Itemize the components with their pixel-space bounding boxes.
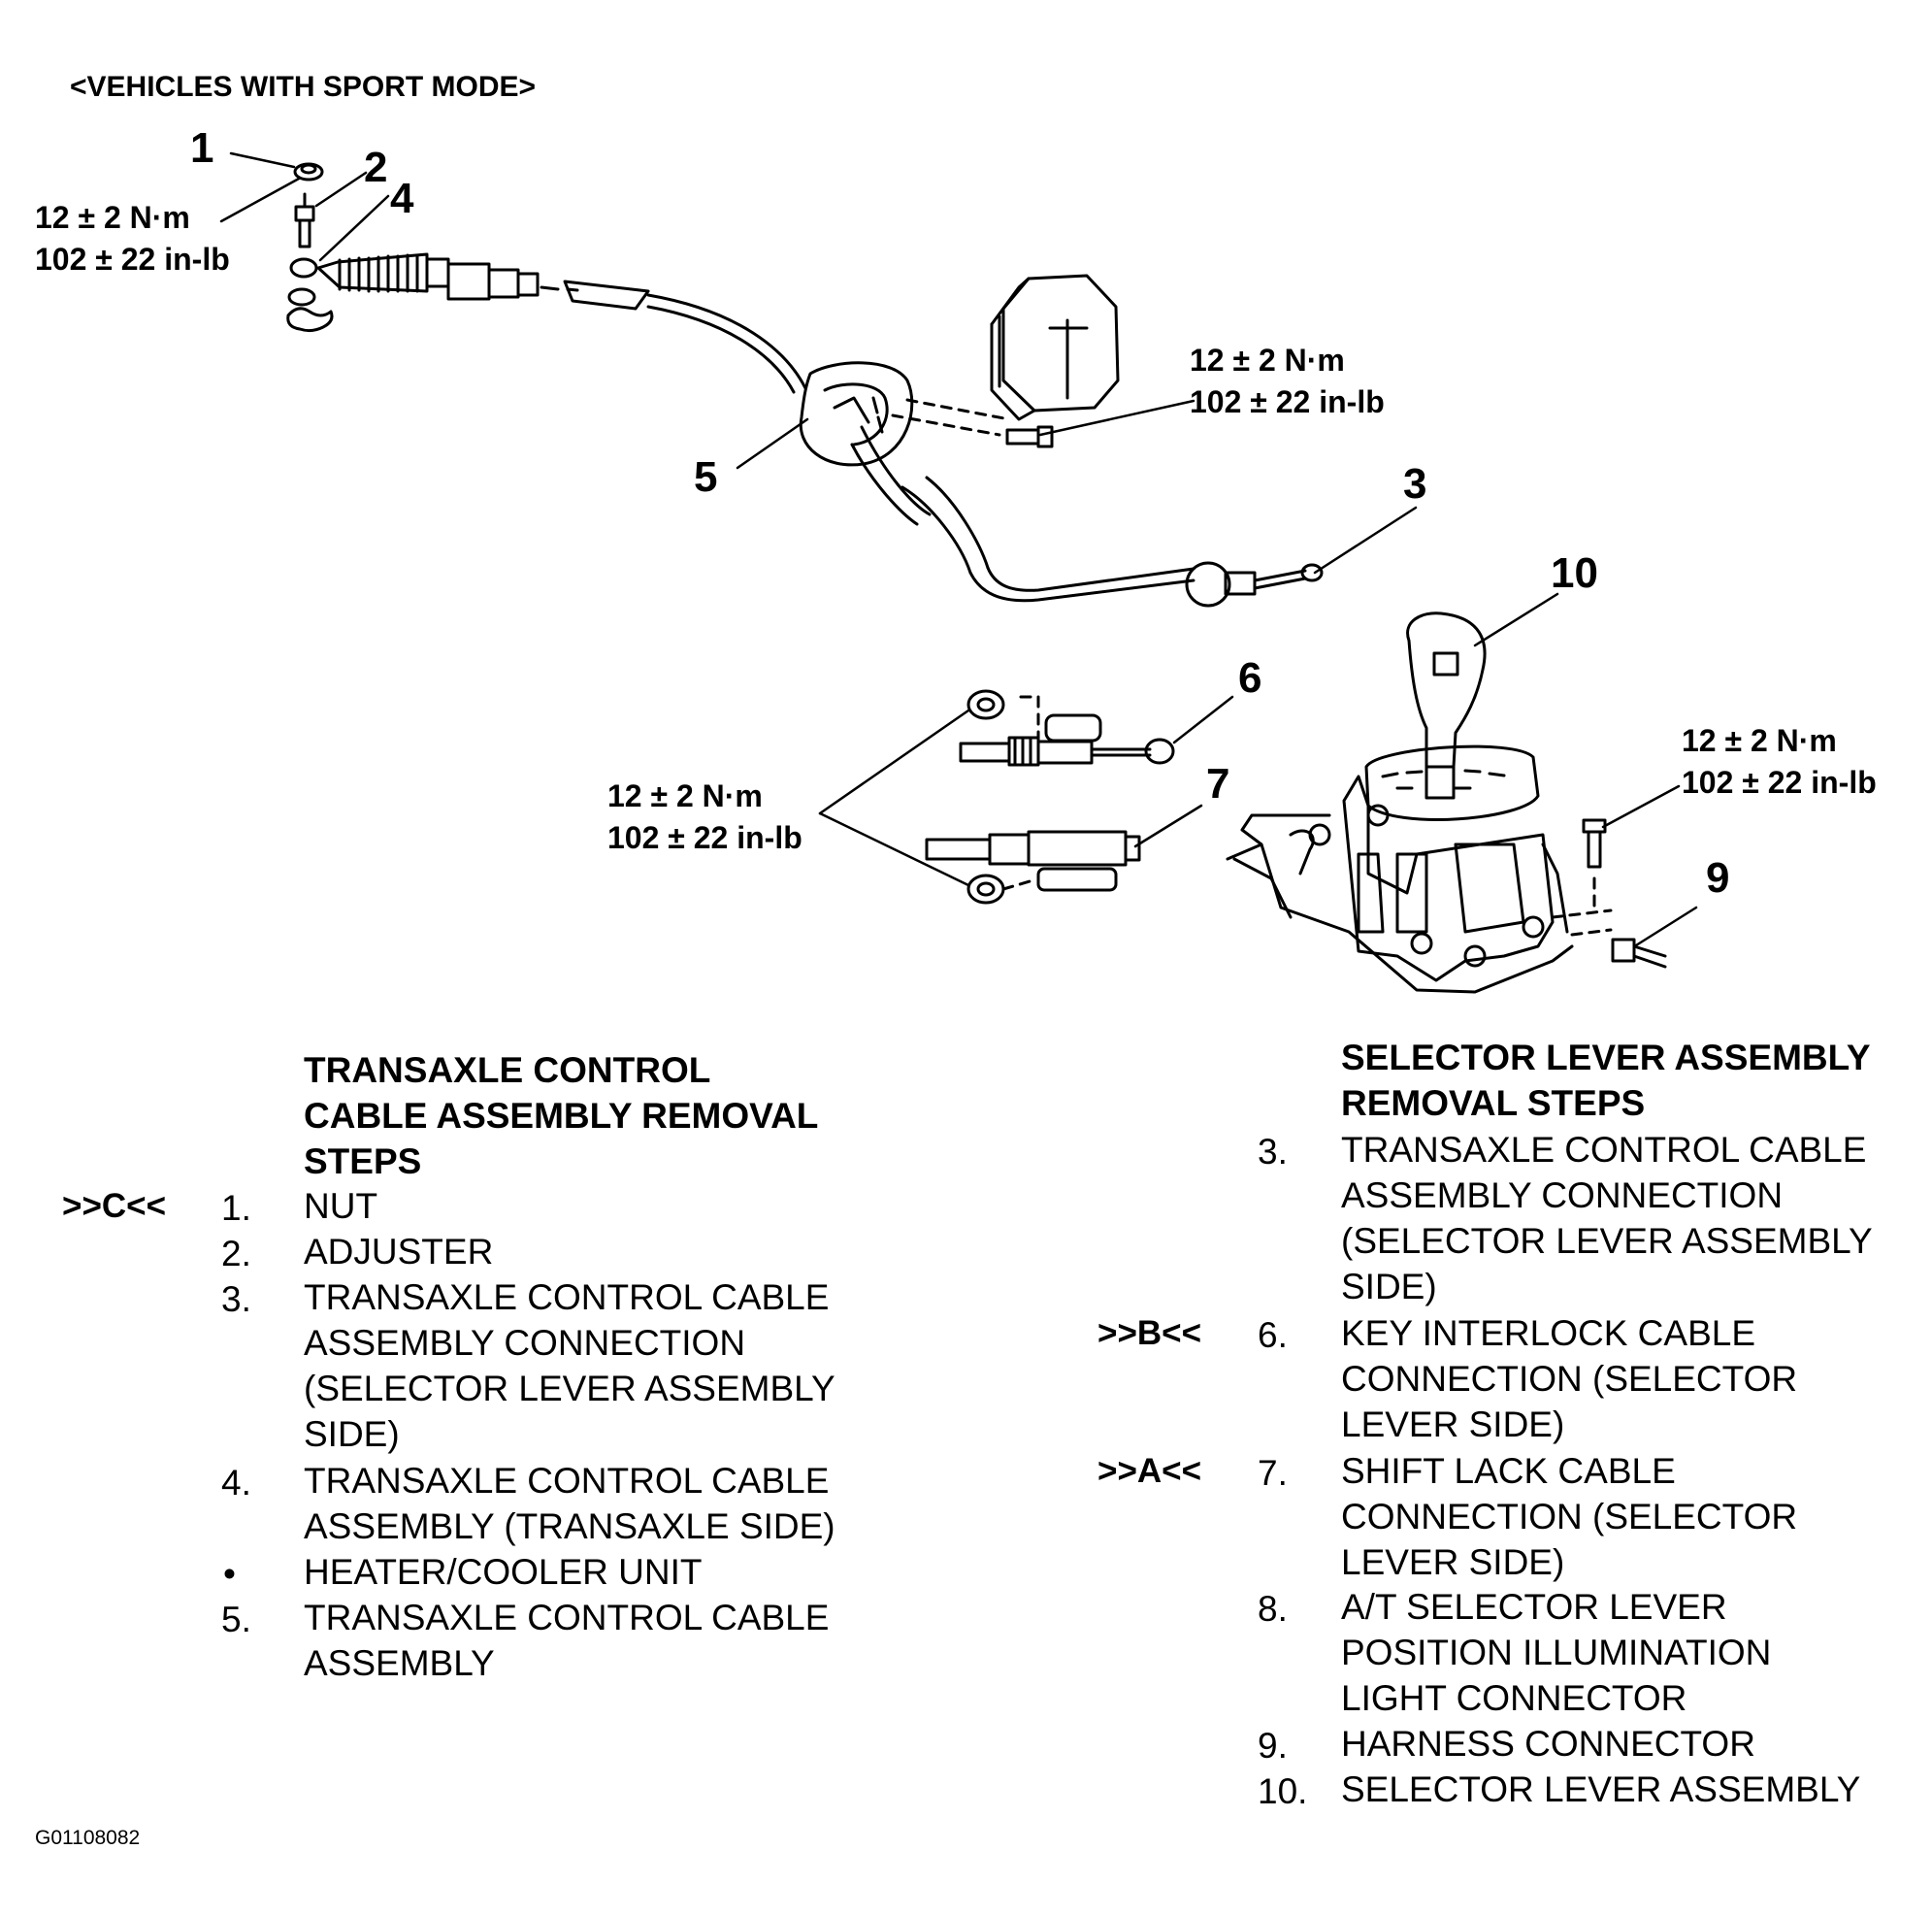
bracket-leader-dash-2 bbox=[905, 398, 1011, 421]
torque-spec-lower-mid: 12 ± 2 N·m 102 ± 22 in-lb bbox=[607, 776, 802, 859]
step-line: TRANSAXLE CONTROL CABLE bbox=[1341, 1130, 1867, 1170]
step-line: ASSEMBLY CONNECTION bbox=[1341, 1175, 1784, 1215]
step-line: A/T SELECTOR LEVER bbox=[1341, 1587, 1727, 1627]
callout-6: 6 bbox=[1238, 654, 1262, 702]
step-text: TRANSAXLE CONTROL CABLE ASSEMBLY CONNECT… bbox=[1341, 1127, 1873, 1309]
step-line: LEVER SIDE) bbox=[1341, 1542, 1565, 1582]
torque-line: 102 ± 22 in-lb bbox=[607, 820, 802, 855]
callout-9: 9 bbox=[1706, 854, 1730, 902]
step-line: ADJUSTER bbox=[304, 1232, 494, 1272]
step-text: A/T SELECTOR LEVER POSITION ILLUMINATION… bbox=[1341, 1584, 1771, 1721]
title-line: SELECTOR LEVER ASSEMBLY bbox=[1341, 1038, 1871, 1077]
callout-7: 7 bbox=[1206, 760, 1230, 808]
callout-10: 10 bbox=[1551, 549, 1598, 597]
step-number: 9. bbox=[1258, 1726, 1288, 1766]
shift-lock-cable-part-7 bbox=[925, 830, 1141, 905]
step-line: CONNECTION (SELECTOR bbox=[1341, 1359, 1798, 1399]
title-line: REMOVAL STEPS bbox=[1341, 1083, 1646, 1123]
step-number: 3. bbox=[1258, 1132, 1288, 1172]
step-number: 3. bbox=[221, 1279, 251, 1319]
step-line: HARNESS CONNECTOR bbox=[1341, 1724, 1755, 1764]
nut-part-1 bbox=[293, 162, 324, 182]
bracket-leader-dash bbox=[891, 413, 1001, 437]
step-line: TRANSAXLE CONTROL CABLE bbox=[304, 1598, 830, 1637]
step-line: (SELECTOR LEVER ASSEMBLY bbox=[1341, 1221, 1873, 1261]
torque-line: 12 ± 2 N·m bbox=[1682, 723, 1837, 758]
step-number: 1. bbox=[221, 1188, 251, 1228]
step-text: HEATER/COOLER UNIT bbox=[304, 1549, 702, 1595]
step-line: SHIFT LACK CABLE bbox=[1341, 1451, 1676, 1491]
step-line: SELECTOR LEVER ASSEMBLY bbox=[1341, 1769, 1861, 1809]
step-line: (SELECTOR LEVER ASSEMBLY bbox=[304, 1369, 835, 1408]
step-number: 8. bbox=[1258, 1589, 1288, 1629]
step-line: ASSEMBLY (TRANSAXLE SIDE) bbox=[304, 1506, 835, 1546]
step-text: KEY INTERLOCK CABLE CONNECTION (SELECTOR… bbox=[1341, 1310, 1797, 1447]
step-line: SIDE) bbox=[1341, 1267, 1437, 1306]
step-line: CONNECTION (SELECTOR bbox=[1341, 1497, 1798, 1536]
step-line: ASSEMBLY bbox=[304, 1643, 495, 1683]
step-line: TRANSAXLE CONTROL CABLE bbox=[304, 1461, 830, 1501]
adjuster-part-2 bbox=[294, 192, 315, 248]
cable-boot bbox=[316, 252, 579, 301]
callout-2: 2 bbox=[364, 144, 388, 191]
step-marker: >>A<< bbox=[1097, 1452, 1202, 1490]
step-line: POSITION ILLUMINATION bbox=[1341, 1633, 1772, 1672]
step-line: SIDE) bbox=[304, 1414, 400, 1454]
harness-connector-part-9 bbox=[1551, 908, 1667, 969]
step-text: SELECTOR LEVER ASSEMBLY bbox=[1341, 1767, 1860, 1812]
step-marker: >>B<< bbox=[1097, 1314, 1202, 1352]
step-text: HARNESS CONNECTOR bbox=[1341, 1721, 1755, 1767]
step-text: SHIFT LACK CABLE CONNECTION (SELECTOR LE… bbox=[1341, 1448, 1797, 1585]
figure-code: G01108082 bbox=[35, 1827, 141, 1849]
title-line: STEPS bbox=[304, 1141, 422, 1181]
step-line: KEY INTERLOCK CABLE bbox=[1341, 1313, 1756, 1353]
step-text: TRANSAXLE CONTROL CABLE ASSEMBLY (TRANSA… bbox=[304, 1458, 835, 1549]
callout-1: 1 bbox=[190, 124, 214, 172]
step-text: NUT bbox=[304, 1183, 377, 1229]
step-line: TRANSAXLE CONTROL CABLE bbox=[304, 1277, 830, 1317]
step-text: TRANSAXLE CONTROL CABLE ASSEMBLY bbox=[304, 1595, 829, 1686]
step-text: ADJUSTER bbox=[304, 1229, 493, 1274]
torque-spec-right: 12 ± 2 N·m 102 ± 22 in-lb bbox=[1682, 720, 1877, 804]
torque-line: 12 ± 2 N·m bbox=[1190, 343, 1345, 378]
leader-lines bbox=[219, 151, 1698, 947]
callout-3: 3 bbox=[1403, 460, 1427, 508]
bracket-bolt bbox=[1005, 425, 1054, 448]
header-label: <VEHICLES WITH SPORT MODE> bbox=[70, 71, 537, 103]
torque-line: 102 ± 22 in-lb bbox=[35, 242, 230, 277]
callout-4: 4 bbox=[390, 175, 414, 222]
cable-end-part-4 bbox=[286, 257, 334, 333]
torque-spec-mid: 12 ± 2 N·m 102 ± 22 in-lb bbox=[1190, 340, 1385, 423]
step-bullet: • bbox=[223, 1554, 236, 1594]
right-section-title: SELECTOR LEVER ASSEMBLY REMOVAL STEPS bbox=[1341, 1035, 1923, 1126]
lever-mount-bolt bbox=[1582, 818, 1607, 909]
step-number: 10. bbox=[1258, 1771, 1308, 1811]
step-line: NUT bbox=[304, 1186, 378, 1226]
title-line: CABLE ASSEMBLY REMOVAL bbox=[304, 1096, 819, 1136]
step-text: TRANSAXLE CONTROL CABLE ASSEMBLY CONNECT… bbox=[304, 1274, 835, 1457]
key-interlock-cable-part-6 bbox=[959, 689, 1175, 767]
heater-cooler-unit bbox=[990, 274, 1120, 421]
step-line: ASSEMBLY CONNECTION bbox=[304, 1323, 746, 1363]
step-line: HEATER/COOLER UNIT bbox=[304, 1552, 703, 1592]
step-line: LIGHT CONNECTOR bbox=[1341, 1678, 1687, 1718]
torque-line: 12 ± 2 N·m bbox=[607, 778, 763, 813]
step-number: 7. bbox=[1258, 1453, 1288, 1493]
left-section-title: TRANSAXLE CONTROL CABLE ASSEMBLY REMOVAL… bbox=[304, 1047, 925, 1184]
control-cable bbox=[563, 280, 1324, 608]
selector-lever-assembly-part-10 bbox=[1226, 611, 1574, 994]
step-number: 2. bbox=[221, 1234, 251, 1273]
torque-line: 102 ± 22 in-lb bbox=[1190, 384, 1385, 419]
torque-spec-top-left: 12 ± 2 N·m 102 ± 22 in-lb bbox=[35, 197, 230, 281]
torque-line: 12 ± 2 N·m bbox=[35, 200, 190, 235]
step-number: 6. bbox=[1258, 1315, 1288, 1355]
title-line: TRANSAXLE CONTROL bbox=[304, 1050, 711, 1090]
step-number: 4. bbox=[221, 1463, 251, 1503]
step-line: LEVER SIDE) bbox=[1341, 1404, 1565, 1444]
callout-5: 5 bbox=[694, 453, 718, 501]
step-marker: >>C<< bbox=[62, 1187, 167, 1225]
torque-line: 102 ± 22 in-lb bbox=[1682, 765, 1877, 800]
step-number: 5. bbox=[221, 1600, 251, 1639]
